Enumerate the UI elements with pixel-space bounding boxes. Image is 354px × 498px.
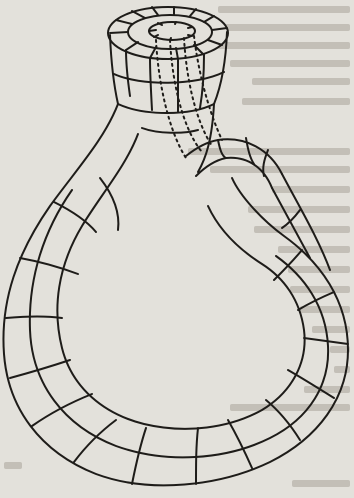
bottle-body — [3, 104, 348, 485]
bottle-handle — [186, 138, 330, 270]
